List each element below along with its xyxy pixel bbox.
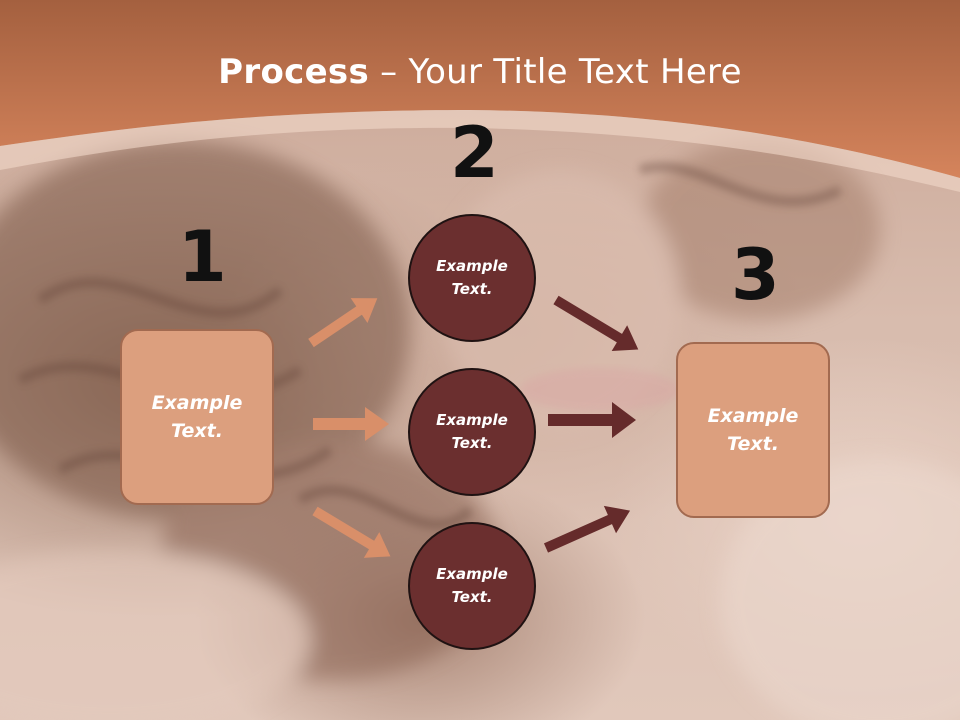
- input-box: Example Text.: [120, 329, 274, 505]
- page-title: Process – Your Title Text Here: [0, 52, 960, 92]
- title-bold: Process: [218, 52, 370, 92]
- node-circle-bottom: Example Text.: [408, 522, 536, 650]
- output-box: Example Text.: [676, 342, 830, 518]
- output-arrows: [543, 295, 639, 553]
- arrow-from-bottom-node: [543, 505, 631, 553]
- arrow-to-middle-node: [313, 407, 389, 441]
- header-band: [0, 0, 960, 192]
- arrow-from-middle-node: [548, 402, 636, 438]
- step-number-3: 3: [731, 234, 780, 316]
- arrow-from-top-node: [553, 295, 639, 351]
- arrow-to-bottom-node: [312, 506, 391, 558]
- node-circle-middle: Example Text.: [408, 368, 536, 496]
- input-arrows: [308, 298, 391, 558]
- node-circle-top: Example Text.: [408, 214, 536, 342]
- step-number-1: 1: [178, 216, 227, 298]
- title-rest: – Your Title Text Here: [369, 52, 742, 92]
- step-number-2: 2: [450, 112, 499, 194]
- arrow-to-top-node: [308, 298, 378, 348]
